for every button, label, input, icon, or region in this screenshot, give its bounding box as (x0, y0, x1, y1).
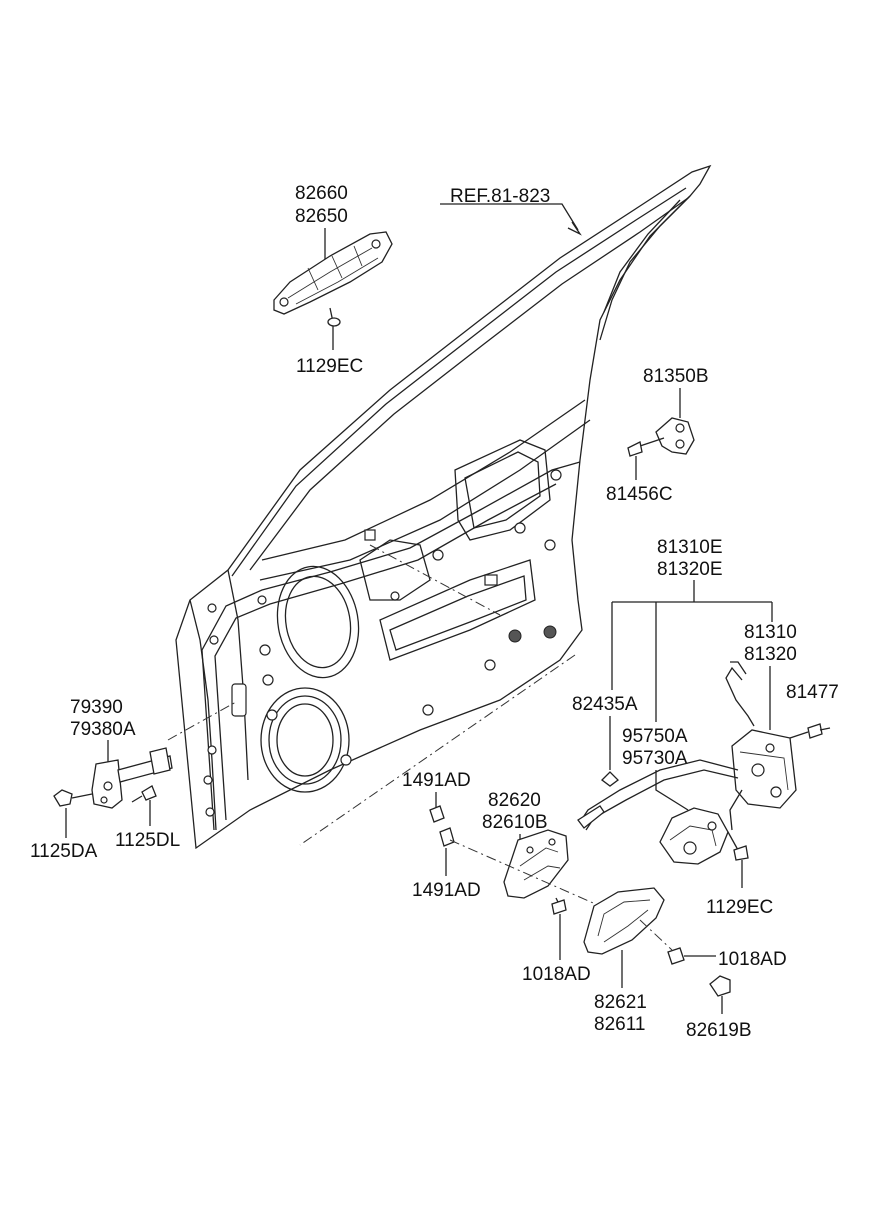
label-1129ec-actuator: 1129EC (706, 897, 773, 918)
inside-handle: 1491AD 1491AD 82620 82610B 1018AD (402, 770, 601, 985)
door-lock-actuator: 1129EC (659, 807, 773, 918)
label-82619b: 82619B (686, 1020, 752, 1041)
latch-set-callout: 81310E 81320E 81310 81320 81477 82435A 9… (572, 537, 839, 811)
label-81310e: 81310E (657, 537, 723, 558)
ref-label: REF.81-823 (450, 186, 550, 207)
label-82610b: 82610B (482, 812, 548, 833)
door-checker: 79390 79380A 1125DA 1125DL (30, 697, 180, 862)
label-1491ad-lower: 1491AD (412, 880, 481, 901)
label-79380a: 79380A (70, 719, 136, 740)
label-79390: 79390 (70, 697, 123, 718)
label-81456c: 81456C (606, 484, 673, 505)
door-panel (167, 164, 712, 850)
label-82650: 82650 (295, 206, 348, 227)
label-1129ec-top: 1129EC (296, 356, 363, 377)
door-latch-assembly (577, 661, 831, 831)
label-82435a: 82435A (572, 694, 638, 715)
label-1125da: 1125DA (30, 841, 98, 862)
label-95750a: 95750A (622, 726, 688, 747)
handle-cover: 82621 82611 1018AD 82619B (583, 887, 787, 1041)
outside-handle: 82660 82650 1129EC (273, 183, 393, 377)
label-95730a: 95730A (622, 748, 688, 769)
label-1018ad-left: 1018AD (522, 964, 591, 985)
label-1018ad-right: 1018AD (718, 949, 787, 970)
label-81320e: 81320E (657, 559, 723, 580)
label-81310: 81310 (744, 622, 797, 643)
label-82620: 82620 (488, 790, 541, 811)
label-81320: 81320 (744, 644, 797, 665)
label-1491ad-upper: 1491AD (402, 770, 471, 791)
label-1125dl: 1125DL (115, 830, 180, 851)
label-81477: 81477 (786, 682, 839, 703)
label-82660: 82660 (295, 183, 348, 204)
label-82621: 82621 (594, 992, 647, 1013)
door-striker: 81350B 81456C (606, 366, 709, 505)
label-81350b: 81350B (643, 366, 709, 387)
ref-callout: REF.81-823 (440, 186, 582, 236)
label-82611: 82611 (594, 1014, 645, 1035)
